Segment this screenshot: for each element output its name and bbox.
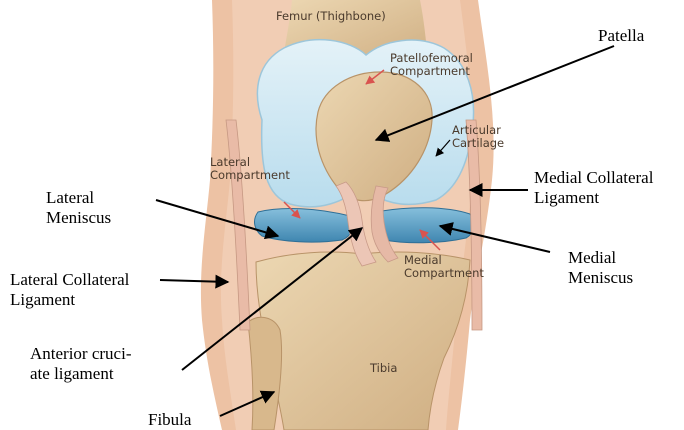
anterior-cruciate-callout: Anterior cruci- ate ligament <box>30 344 131 384</box>
articular-cartilage-label: Articular Cartilage <box>452 124 504 150</box>
medial-collateral-callout: Medial Collateral Ligament <box>534 168 653 208</box>
fibula-callout: Fibula <box>148 410 191 430</box>
patellofemoral-label: Patellofemoral Compartment <box>390 52 473 78</box>
femur-label: Femur (Thighbone) <box>276 10 386 23</box>
patella-callout: Patella <box>598 26 644 46</box>
medial-compartment-label: Medial Compartment <box>404 254 484 280</box>
fibula-bone <box>248 317 282 430</box>
tibia-label: Tibia <box>370 362 397 375</box>
lateral-meniscus-shape <box>255 209 353 243</box>
lateral-collateral-callout: Lateral Collateral Ligament <box>10 270 129 310</box>
medial-meniscus-callout: Medial Meniscus <box>568 248 633 288</box>
lateral-meniscus-callout: Lateral Meniscus <box>46 188 111 228</box>
lateral-compartment-label: Lateral Compartment <box>210 156 290 182</box>
